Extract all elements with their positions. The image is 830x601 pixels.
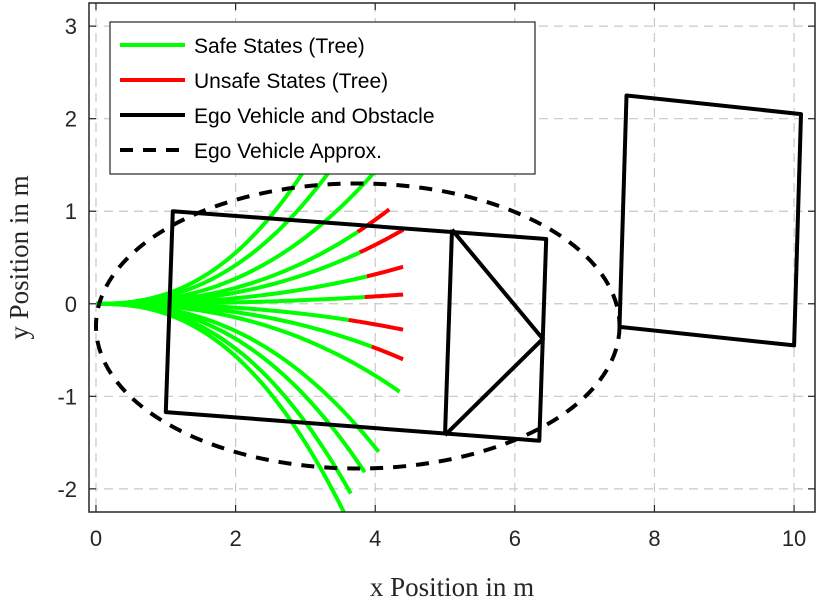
y-tick-label: 3 [65,14,77,39]
x-tick-label: 8 [648,526,660,551]
ego-vehicle-divider [443,229,454,436]
legend-box [109,21,536,175]
y-axis-label: y Position in m [4,175,34,339]
y-tick-label: 2 [65,107,77,132]
x-tick-label: 6 [509,526,521,551]
y-tick-label: 0 [65,292,77,317]
x-tick-label: 4 [369,526,381,551]
unsafe-branch [370,344,404,362]
unsafe-branch [356,207,391,234]
legend: Safe States (Tree) Unsafe States (Tree) Eg… [109,21,536,175]
safe-branch [96,301,346,513]
y-tick-label: -1 [57,384,77,409]
y-tick-label: -2 [57,477,77,502]
legend-label: Unsafe States (Tree) [194,70,388,93]
unsafe-branch [364,292,404,300]
obstacle-outline [617,93,803,348]
unsafe-branch [358,228,405,255]
tick-labels: 0 2 4 6 8 10 -2 -1 0 1 2 3 [57,3,815,551]
y-tick-label: 1 [65,199,77,224]
legend-label: Ego Vehicle and Obstacle [194,105,435,128]
x-tick-label: 10 [782,526,806,551]
x-tick-label: 2 [229,526,241,551]
unsafe-branch [348,318,404,332]
x-axis-label: x Position in m [370,572,534,601]
vehicle-shapes [93,93,803,471]
legend-label: Ego Vehicle Approx. [194,140,382,163]
unsafe-branch [366,264,404,279]
tree-trajectories [95,117,405,513]
x-tick-label: 0 [90,526,102,551]
axes-box [88,2,816,513]
legend-label: Safe States (Tree) [194,35,365,58]
ego-vehicle-outline [163,209,549,443]
ego-vehicle-direction-marker [443,228,545,437]
